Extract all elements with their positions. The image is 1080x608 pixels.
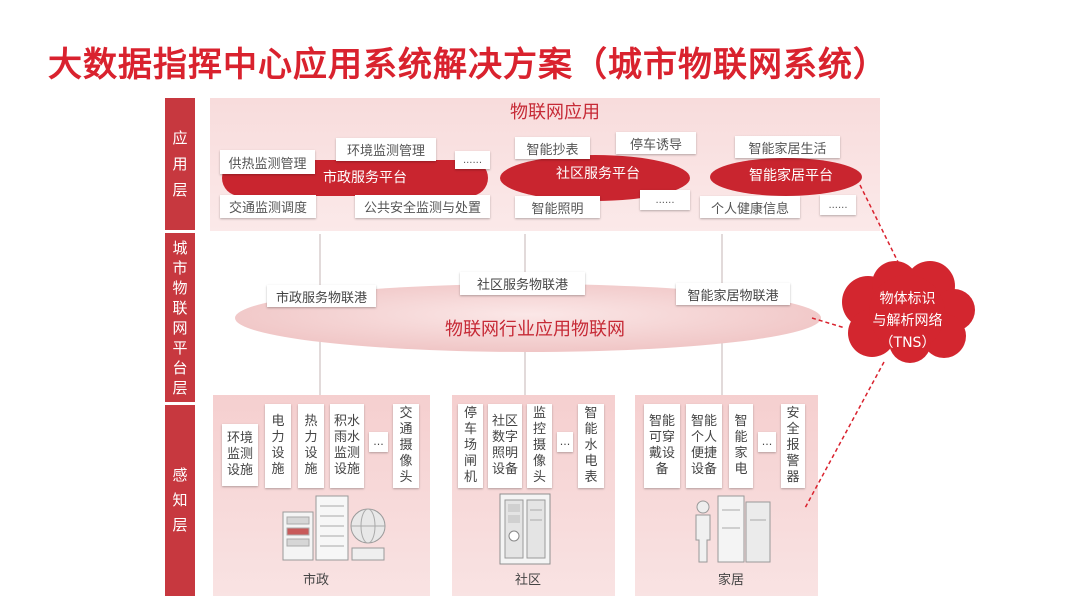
device-home-more: ... bbox=[758, 432, 776, 452]
device-digital-lighting: 社区数字照明设备 bbox=[488, 404, 522, 488]
device-environment-monitoring: 环境监测设施 bbox=[222, 424, 258, 486]
community-platform-label: 社区服务平台 bbox=[556, 166, 640, 182]
device-label: 安全报警器 bbox=[786, 406, 800, 485]
device-personal-convenience: 智能个人便捷设备 bbox=[686, 404, 722, 488]
iot-network-label: 物联网行业应用物联网 bbox=[445, 319, 625, 340]
device-label: 社区数字照明设备 bbox=[491, 414, 518, 477]
layer-label-platform: 城市物联网平台层 bbox=[165, 233, 195, 402]
app-item-heating-monitoring: 供热监测管理 bbox=[220, 150, 315, 174]
app-item-parking-guidance: 停车诱导 bbox=[616, 132, 696, 154]
municipal-facility-illustration bbox=[282, 495, 386, 561]
community-cabinet-illustration bbox=[499, 493, 551, 565]
app-item-personal-health: 个人健康信息 bbox=[700, 196, 800, 218]
area-label-home: 家居 bbox=[717, 573, 744, 588]
layer-label-application: 应用层 bbox=[165, 98, 195, 230]
device-label: 智能家电 bbox=[734, 414, 748, 477]
device-power-facility: 电力设施 bbox=[265, 404, 291, 488]
device-label: 环境监测设施 bbox=[226, 431, 253, 478]
tns-cloud-lobe bbox=[869, 275, 945, 351]
app-item-smart-home-living: 智能家居生活 bbox=[735, 136, 840, 158]
device-label: 停车场闸机 bbox=[463, 406, 477, 485]
smart-home-platform-label: 智能家居平台 bbox=[749, 168, 833, 184]
device-security-alarm: 安全报警器 bbox=[781, 404, 805, 488]
tns-dashed-link-perception bbox=[804, 361, 885, 509]
device-water-monitoring: 积水雨水监测设施 bbox=[330, 404, 364, 488]
device-label: 交通摄像头 bbox=[399, 406, 413, 485]
home-person-cabinet-illustration bbox=[695, 495, 771, 563]
harbor-smart-home: 智能家居物联港 bbox=[676, 283, 790, 305]
device-smart-meter: 智能水电表 bbox=[578, 404, 604, 488]
app-item-smart-meter-reading: 智能抄表 bbox=[515, 137, 590, 159]
tns-cloud bbox=[842, 261, 975, 363]
device-municipal-more: ... bbox=[369, 432, 388, 452]
layer-label-perception: 感知层 bbox=[165, 405, 195, 596]
tns-dashed-link-network bbox=[811, 317, 846, 329]
device-smart-appliance: 智能家电 bbox=[729, 404, 753, 488]
harbor-community: 社区服务物联港 bbox=[460, 272, 585, 295]
municipal-platform-label: 市政服务平台 bbox=[323, 170, 407, 186]
iot-network-ellipse bbox=[235, 284, 821, 352]
app-item-traffic-dispatch: 交通监测调度 bbox=[220, 195, 316, 218]
device-label: 积水雨水监测设施 bbox=[333, 414, 360, 477]
community-platform-ellipse bbox=[500, 155, 690, 201]
device-label: 智能可穿戴设备 bbox=[648, 414, 675, 477]
device-traffic-camera: 交通摄像头 bbox=[393, 404, 419, 488]
device-surveillance-camera: 监控摄像头 bbox=[527, 404, 552, 488]
harbor-municipal: 市政服务物联港 bbox=[267, 285, 376, 307]
area-label-community: 社区 bbox=[514, 573, 541, 588]
layer-label-perception-text: 感知层 bbox=[172, 466, 188, 534]
app-item-public-safety: 公共安全监测与处置 bbox=[355, 195, 490, 218]
area-label-municipal: 市政 bbox=[302, 573, 329, 588]
app-item-community-more: ...... bbox=[640, 190, 690, 210]
device-heat-facility: 热力设施 bbox=[298, 404, 324, 488]
device-wearable: 智能可穿戴设备 bbox=[644, 404, 680, 488]
device-label: 电力设施 bbox=[271, 414, 285, 477]
device-community-more: ... bbox=[557, 432, 573, 452]
slide-title: 大数据指挥中心应用系统解决方案（城市物联网系统） bbox=[48, 45, 888, 85]
layer-label-application-text: 应用层 bbox=[172, 129, 188, 199]
app-item-environment-monitoring: 环境监测管理 bbox=[336, 138, 436, 161]
tns-cloud-line: 与解析网络 bbox=[872, 313, 943, 329]
device-label: 热力设施 bbox=[304, 414, 318, 477]
tns-cloud-line: 物体标识 bbox=[879, 291, 936, 307]
app-item-home-more: ...... bbox=[820, 195, 856, 215]
smart-home-platform-ellipse bbox=[710, 158, 862, 196]
device-label: 智能水电表 bbox=[584, 406, 598, 485]
layer-label-platform-text: 城市物联网平台层 bbox=[172, 238, 188, 397]
app-item-smart-lighting: 智能照明 bbox=[515, 196, 600, 218]
tns-cloud-line: （TNS） bbox=[879, 335, 936, 351]
tns-cloud-label: 物体标识 与解析网络 （TNS） bbox=[850, 288, 965, 354]
app-item-municipal-more: ...... bbox=[455, 151, 490, 169]
device-parking-gate: 停车场闸机 bbox=[458, 404, 483, 488]
device-label: 监控摄像头 bbox=[532, 406, 546, 485]
application-layer-title: 物联网应用 bbox=[510, 102, 600, 123]
device-label: 智能个人便捷设备 bbox=[690, 414, 717, 477]
tns-dashed-link-platform bbox=[859, 184, 901, 267]
